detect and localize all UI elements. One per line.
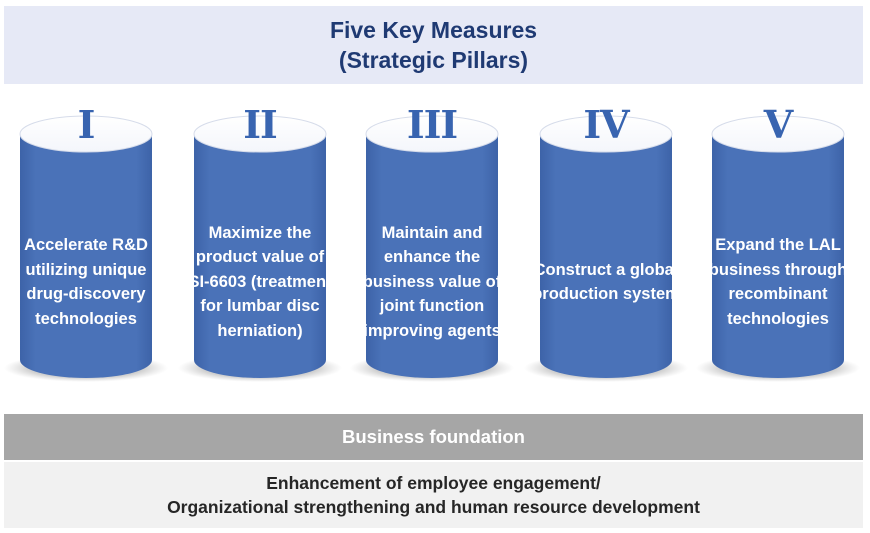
pillar-top — [365, 115, 499, 153]
pillar-text: Maintain and enhance the business value … — [358, 190, 506, 374]
pillar-4: IV Construct a global production system — [522, 98, 690, 388]
pillar-top — [19, 115, 153, 153]
pillar-numeral: V — [763, 102, 793, 147]
pillar-body — [194, 134, 326, 378]
pillar-top — [711, 115, 845, 153]
pillar-5: V Expand the LAL business through recombi… — [694, 98, 862, 388]
pillar-1: I Accelerate R&D utilizing unique drug-di… — [2, 98, 170, 388]
pillar-2: II Maximize the product value of SI-6603 … — [176, 98, 344, 388]
foundation-line-1: Enhancement of employee engagement/ — [266, 473, 601, 493]
pillar-body — [540, 134, 672, 378]
pillar-shape — [350, 115, 514, 382]
foundation-line-2: Organizational strengthening and human r… — [167, 497, 700, 517]
pillar-shape — [524, 115, 688, 382]
pillar-text: Accelerate R&D utilizing unique drug-dis… — [12, 190, 160, 374]
pillar-3: III Maintain and enhance the business val… — [348, 98, 516, 388]
pillar-shape — [178, 115, 342, 382]
pillar-body — [20, 134, 152, 378]
pillar-numeral: I — [77, 102, 96, 147]
foundation-title-bar: Business foundation — [4, 414, 863, 460]
pillar-top — [193, 115, 327, 153]
pillar-top — [539, 115, 673, 153]
pillar-text: Expand the LAL business through recombin… — [704, 190, 852, 374]
pillar-body — [712, 134, 844, 378]
foundation-title: Business foundation — [342, 426, 525, 447]
foundation-description: Enhancement of employee engagement/ Orga… — [4, 462, 863, 528]
pillar-numeral: II — [243, 102, 278, 147]
pillar-text: Maximize the product value of SI-6603 (t… — [186, 190, 334, 374]
header-banner: Five Key Measures (Strategic Pillars) — [4, 6, 863, 84]
pillar-text: Construct a global production system — [532, 190, 680, 374]
pillar-numeral: III — [406, 102, 458, 147]
pillar-body — [366, 134, 498, 378]
pillar-label: Accelerate R&D utilizing unique drug-dis… — [24, 236, 148, 328]
pillar-shape — [696, 115, 860, 382]
pillar-label: Maintain and enhance the business value … — [362, 223, 502, 340]
pillar-label: Construct a global production system — [532, 260, 680, 304]
pillar-numeral: IV — [583, 102, 629, 147]
header-subtitle: (Strategic Pillars) — [338, 47, 529, 73]
pillar-label: Maximize the product value of SI-6603 (t… — [188, 223, 332, 340]
pillar-shape — [4, 115, 168, 382]
pillar-label: Expand the LAL business through recombin… — [708, 236, 848, 328]
header-title: Five Key Measures — [329, 17, 538, 43]
